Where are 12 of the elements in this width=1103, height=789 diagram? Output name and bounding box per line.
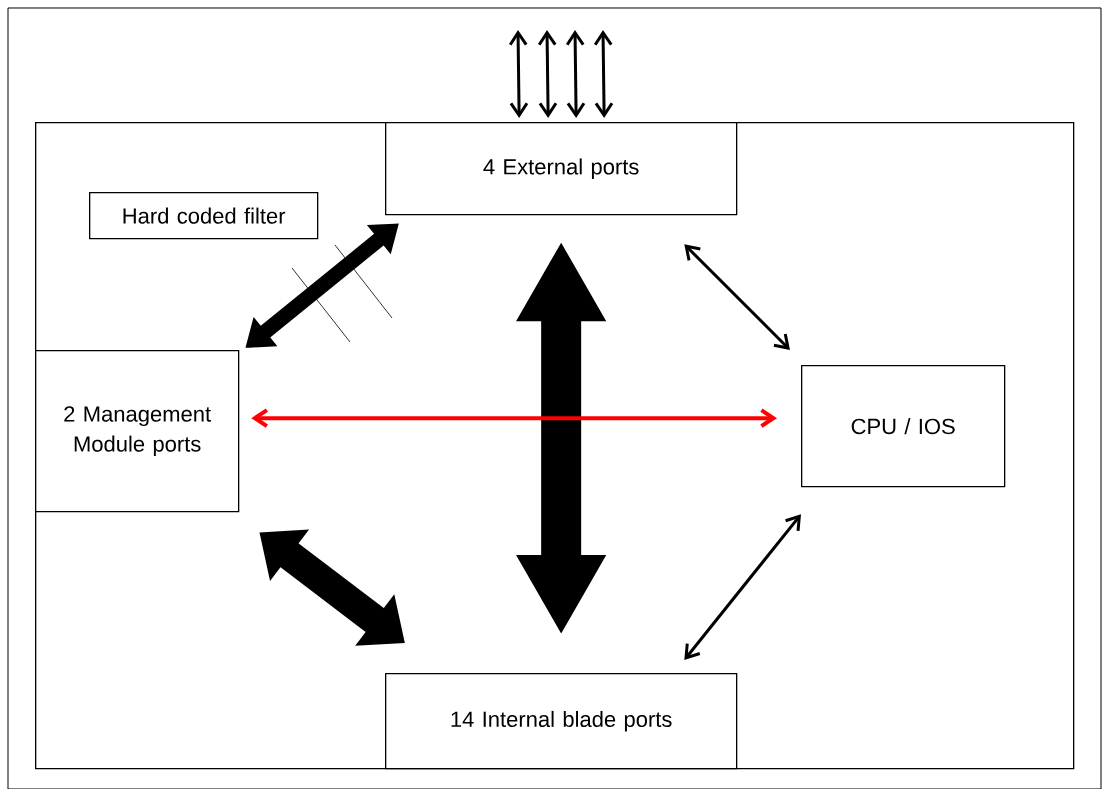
port-box: 14 Internal blade ports (385, 673, 738, 770)
cpu-box: CPU / IOS (801, 365, 1006, 488)
arrow (565, 30, 586, 118)
arrow (684, 244, 790, 350)
arrow (593, 30, 614, 118)
label-box: Hard coded filter (89, 192, 319, 240)
port-box: 2 Management Module ports (35, 350, 240, 513)
arrow (508, 30, 529, 118)
arrow (251, 408, 777, 428)
port-box: 4 External ports (385, 122, 738, 216)
arrow (684, 514, 801, 660)
arrow (537, 30, 558, 118)
